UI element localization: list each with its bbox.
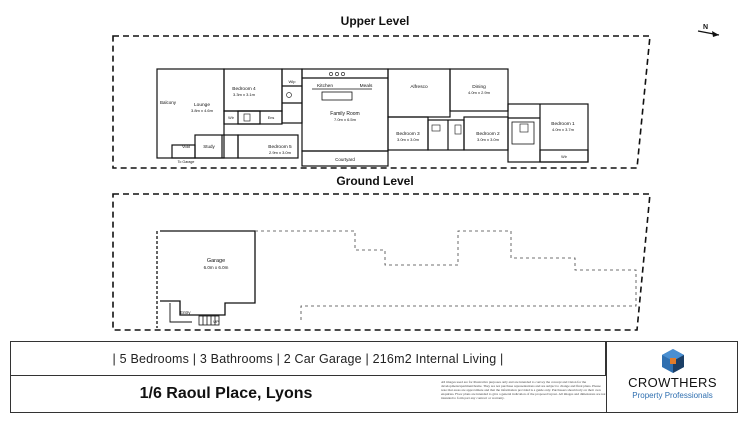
room-wir: Wir [228,116,234,120]
upper-room-labels: Balcony Lounge 3.8m x 4.6m Bedroom 4 3.3… [160,79,575,164]
room-bedroom3: Bedroom 3 [396,131,420,137]
stairs-up-label: UP [213,320,219,324]
brand-name: CROWTHERS [628,375,717,390]
room-to-garage: To Garage [178,160,195,164]
room-wir2: Wir [561,155,567,159]
room-entry: Entry [180,310,191,315]
room-bedroom4: Bedroom 4 [232,86,256,92]
brand-logo: CROWTHERS Property Professionals [606,342,737,412]
room-garage-dim: 6.0m x 6.0m [204,265,229,270]
room-wip: Wip [289,79,297,84]
room-lounge-dim: 3.8m x 4.6m [191,108,214,113]
room-bedroom3-dim: 3.0m x 3.0m [397,137,420,142]
ground-level-title: Ground Level [336,174,414,188]
ground-boundary [112,193,651,331]
info-footer: | 5 Bedrooms | 3 Bathrooms | 2 Car Garag… [10,341,738,413]
upper-fixtures [243,72,529,135]
north-label: N [703,24,708,31]
room-bedroom1-dim: 4.0m x 3.7m [552,127,575,132]
room-bedroom2-dim: 3.0m x 3.0m [477,137,500,142]
north-arrow-icon [697,30,720,37]
room-meals: Meals [360,83,373,89]
room-dining-dim: 4.0m x 2.9m [468,90,491,95]
room-alfresco: Alfresco [410,84,428,90]
room-ens: Ens [268,116,275,120]
ground-footprint [255,230,637,323]
room-bedroom4-dim: 3.3m x 3.1m [233,92,256,97]
disclaimer-text: All images used are for illustrative pur… [441,380,606,401]
room-bedroom2: Bedroom 2 [476,131,500,137]
upper-boundary [112,35,651,169]
room-family: Family Room [330,111,359,117]
ground-room-labels: Garage 6.0m x 6.0m Entry UP [180,258,229,324]
room-study: Study [203,144,215,149]
room-bedroom5-dim: 2.9m x 3.0m [269,150,292,155]
room-garage: Garage [207,258,225,264]
upper-floor-walls [156,68,589,167]
floor-plan: N [112,24,720,331]
ground-floor-walls [156,230,256,328]
crowthers-logo-icon [662,349,684,373]
room-lounge: Lounge [194,102,210,108]
property-address: 1/6 Raoul Place, Lyons [139,385,313,402]
room-family-dim: 7.0m x 6.5m [334,117,357,122]
room-bedroom5: Bedroom 5 [268,144,292,150]
room-dining: Dining [472,84,486,90]
stairs-icon [198,315,220,326]
brand-tagline: Property Professionals [632,391,713,400]
room-kitchen: Kitchen [317,83,333,89]
upper-level-title: Upper Level [340,14,410,28]
room-courtyard: Courtyard [335,157,355,162]
room-bedroom1: Bedroom 1 [551,121,575,127]
room-balcony: Balcony [160,100,177,105]
room-void: Void [182,144,190,149]
features-summary: | 5 Bedrooms | 3 Bathrooms | 2 Car Garag… [11,342,606,376]
